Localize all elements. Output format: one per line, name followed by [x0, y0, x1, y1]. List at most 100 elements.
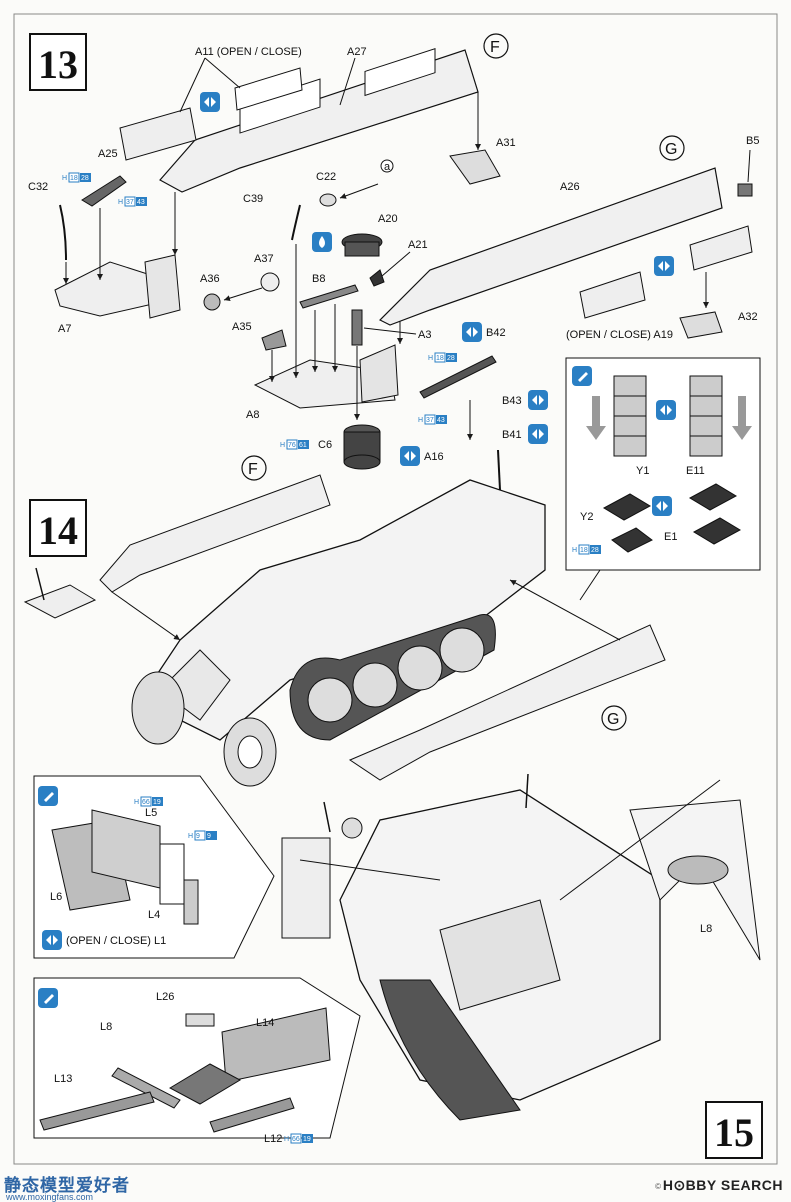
- part-L8-assembly: [168, 1063, 242, 1105]
- svg-text:76: 76: [288, 442, 296, 449]
- paint-code-h37-43-b: H 37 43: [418, 414, 447, 425]
- svg-text:9: 9: [196, 833, 200, 840]
- part-L8-rail: [111, 1067, 181, 1109]
- step-14: 14 F G: [23, 455, 666, 787]
- part-C32: [59, 204, 67, 261]
- arrow-G-to-hull: [509, 579, 621, 641]
- label-L14: L14: [256, 1017, 274, 1029]
- svg-text:66: 66: [142, 799, 150, 806]
- part-G-panel: [348, 624, 666, 781]
- marker-F-circle: [483, 33, 509, 59]
- part-A11-hatch: [119, 107, 197, 161]
- step-13-box: [29, 33, 87, 91]
- paint-code-h76-61: H 76 61: [280, 439, 309, 450]
- label-B41: B41: [502, 429, 522, 441]
- label-A11: A11 (OPEN / CLOSE): [195, 46, 302, 58]
- marker-F-label-2: F: [248, 461, 258, 478]
- part-A3: [351, 309, 363, 346]
- svg-text:H: H: [280, 442, 285, 449]
- part-A37: [260, 272, 280, 292]
- label-A20: A20: [378, 213, 398, 225]
- down-arrow-left: [586, 396, 606, 440]
- label-E1: E1: [664, 531, 677, 543]
- part-B8: [299, 284, 359, 309]
- marker-a-circle: [380, 159, 394, 173]
- label-L8-b: L8: [700, 923, 712, 935]
- swap-icon-links: [652, 496, 672, 516]
- label-B43: B43: [502, 395, 522, 407]
- part-A25: [81, 175, 127, 207]
- step-15-number: 15: [714, 1110, 754, 1155]
- part-A16: [497, 449, 501, 491]
- vehicle-interior: [439, 899, 561, 1011]
- step-13-number: 13: [38, 42, 78, 87]
- part-A19-closed: [689, 225, 753, 271]
- part-Y-links-2: [611, 527, 653, 553]
- svg-text:H: H: [572, 547, 577, 554]
- marker-F-label: F: [490, 39, 500, 56]
- marker-G-label-2: G: [607, 711, 619, 728]
- part-A32: [679, 311, 723, 339]
- track-inset-pointer: [579, 569, 601, 601]
- arrow-F-to-hull: [111, 591, 181, 641]
- step-13: 13 F A11 (OPEN / CLOSE) A27 A31 A7 C32: [28, 33, 761, 601]
- part-E-links: [688, 483, 738, 511]
- swap-icon-L1: [42, 930, 62, 950]
- swap-icon-tracks: [656, 400, 676, 420]
- svg-text:61: 61: [299, 442, 307, 449]
- label-A16: A16: [424, 451, 444, 463]
- label-A19: (OPEN / CLOSE) A19: [566, 329, 673, 341]
- label-A26: A26: [560, 181, 580, 193]
- leader-A27: [339, 57, 356, 106]
- paint-code-h66-19-a: H 66 19: [134, 796, 163, 807]
- front-wheel-hub: [237, 735, 263, 769]
- track-inset-box: [565, 357, 761, 571]
- part-A7-wall: [144, 254, 181, 319]
- part-Y-links: [602, 493, 652, 521]
- svg-text:43: 43: [437, 417, 445, 424]
- inset-L26-box: [33, 977, 361, 1139]
- part-F-antenna: [35, 567, 45, 601]
- road-wheel-2: [352, 662, 398, 708]
- part-A26: [378, 167, 723, 326]
- part-E-links-2: [692, 517, 742, 545]
- step-15: 15 L5 L6 L4 (OPEN / CLOSE) L1 H 66 19 H: [33, 773, 763, 1159]
- label-B8: B8: [312, 273, 325, 285]
- svg-text:37: 37: [426, 417, 434, 424]
- label-L4: L4: [148, 909, 160, 921]
- label-E11: E11: [686, 465, 705, 477]
- road-wheel-4: [439, 627, 485, 673]
- vehicle-rear-track: [379, 979, 521, 1121]
- marker-G-circle-2: [601, 705, 627, 731]
- svg-text:43: 43: [137, 199, 145, 206]
- step-15-box: [705, 1101, 763, 1159]
- label-A8: A8: [246, 409, 259, 421]
- label-L1: (OPEN / CLOSE) L1: [66, 935, 166, 947]
- label-A25: A25: [98, 148, 118, 160]
- brush-icon-L26: [38, 988, 58, 1008]
- part-C39: [291, 204, 301, 241]
- part-L1: [183, 879, 199, 925]
- paint-code-h66-19-b: H 66 19: [284, 1133, 313, 1144]
- rear-antenna: [525, 773, 529, 809]
- swap-icon-A11: [200, 92, 220, 112]
- svg-text:H: H: [62, 175, 67, 182]
- svg-text:66: 66: [292, 1136, 300, 1143]
- part-A27-window-2: [364, 47, 436, 97]
- part-A31: [449, 149, 501, 185]
- marker-G-circle: [659, 135, 685, 161]
- label-Y2: Y2: [580, 511, 593, 523]
- part-L4: [159, 843, 185, 905]
- part-L8-frame: [629, 799, 761, 961]
- label-B5: B5: [746, 135, 759, 147]
- part-A35: [261, 329, 287, 351]
- svg-text:28: 28: [447, 355, 455, 362]
- brush-icon-tracks: [572, 366, 592, 386]
- label-A36: A36: [200, 273, 220, 285]
- label-L12: L12: [264, 1133, 282, 1145]
- step-14-number: 14: [38, 508, 78, 553]
- road-wheel-1: [307, 677, 353, 723]
- svg-text:H: H: [188, 833, 193, 840]
- watermark-left-url: www.moxingfans.com: [6, 1192, 94, 1202]
